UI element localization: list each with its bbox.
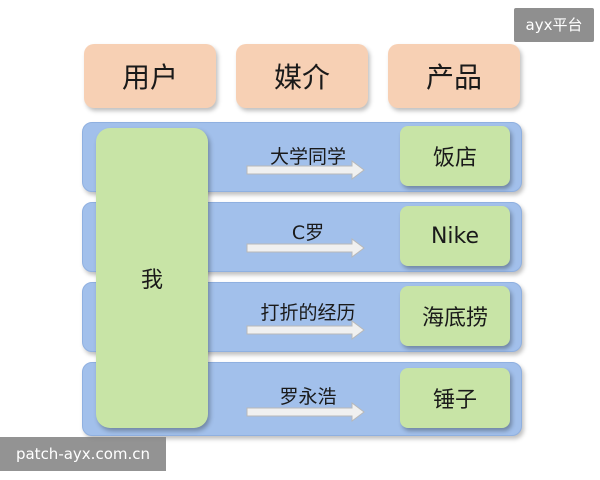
product-box-1: 饭店 [400,126,510,186]
product-box-3: 海底捞 [400,286,510,346]
media-label-4: 罗永浩 [279,386,337,408]
header-media: 媒介 [236,44,368,108]
header-product: 产品 [388,44,520,108]
watermark-bottom-left: patch-ayx.com.cn [0,437,166,471]
watermark-top-right: ayx平台 [514,8,594,42]
arrow-right-icon [246,238,365,258]
header-user: 用户 [84,44,216,108]
arrow-right-icon [246,402,365,422]
user-box: 我 [96,128,208,428]
product-box-2: Nike [400,206,510,266]
product-box-4: 锤子 [400,368,510,428]
media-label-2: C罗 [291,222,325,244]
media-label-1: 大学同学 [269,146,346,168]
arrow-right-icon [246,160,365,180]
arrow-right-icon [246,320,365,340]
media-label-3: 打折的经历 [260,302,356,324]
